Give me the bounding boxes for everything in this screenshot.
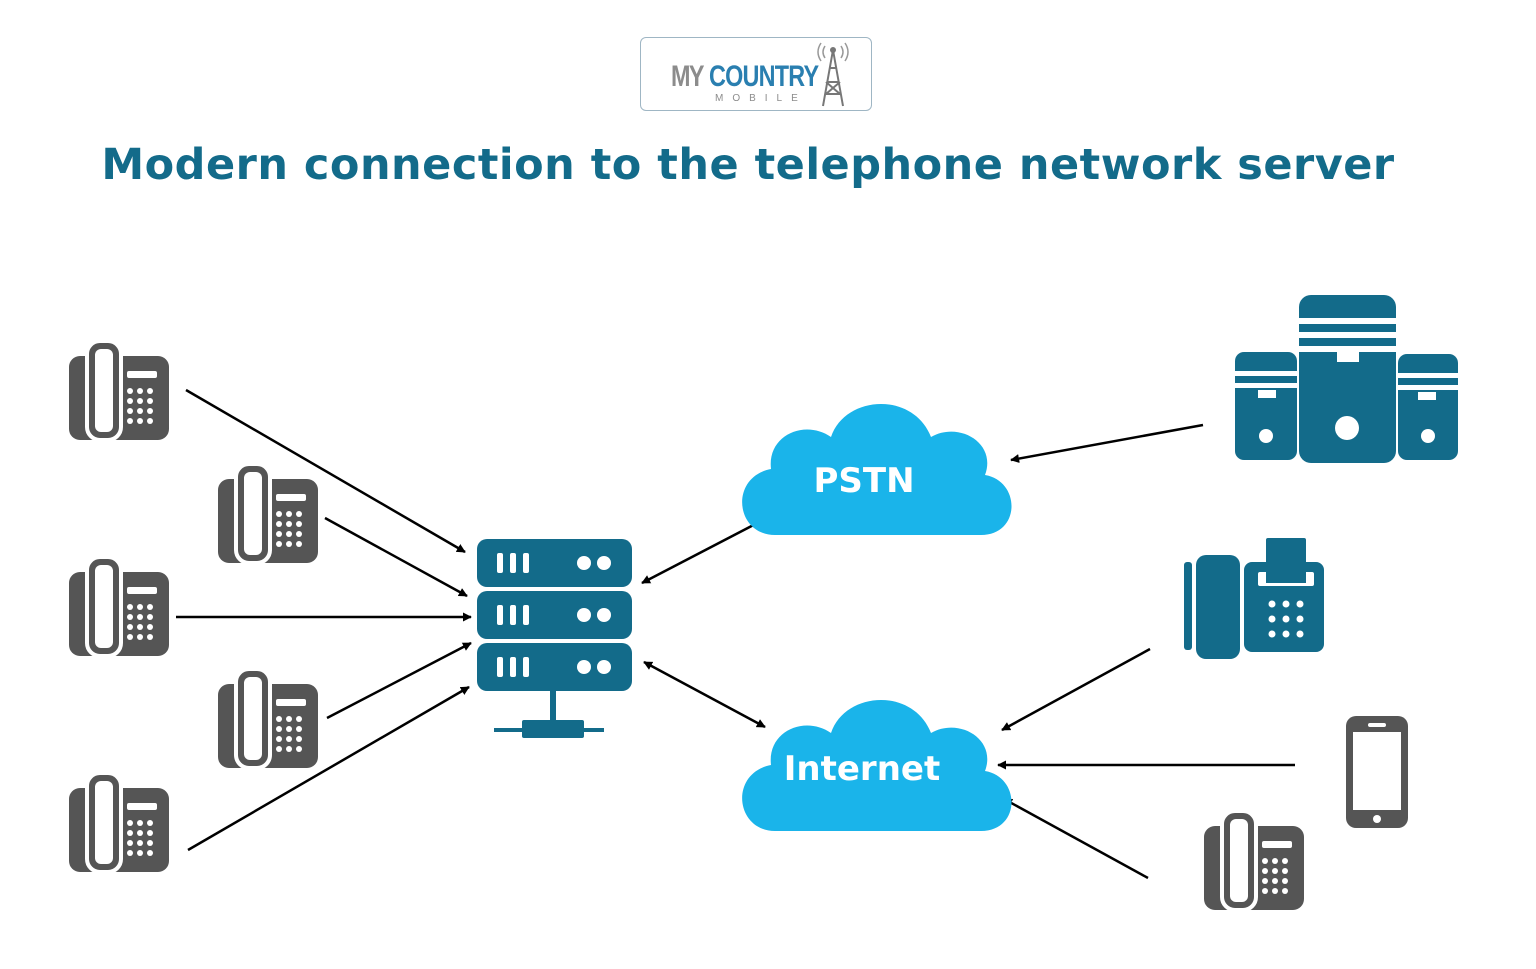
connector-pbx-pstn	[1010, 423, 1204, 463]
pstn-label: PSTN	[813, 461, 914, 501]
internet-cloud: Internet	[742, 699, 1012, 831]
internet-label: Internet	[784, 749, 940, 789]
desk-phone-icon	[216, 667, 320, 770]
logo-word-my: MY	[671, 60, 705, 93]
connector-phone-5-server	[187, 685, 470, 852]
desk-phone-icon	[67, 555, 171, 658]
connector-fax-internet	[1001, 647, 1151, 732]
connector-phone-4-server	[326, 641, 472, 720]
connectors	[176, 388, 1295, 880]
desk-phone-icon	[67, 339, 171, 442]
connector-phone-1-server	[185, 388, 466, 554]
desk-phone-icon	[67, 771, 171, 874]
smartphone-icon	[1346, 716, 1408, 828]
connector-server-internet	[643, 660, 766, 729]
fax-phone-icon	[1184, 538, 1324, 659]
server-rack-icon	[477, 539, 632, 738]
logo-word-country: COUNTRY	[709, 60, 819, 93]
page-title: Modern connection to the telephone netwo…	[101, 140, 1395, 190]
desk-phone-icon	[1202, 809, 1306, 912]
connector-server-pstn	[641, 517, 766, 585]
desk-phone-icon	[216, 462, 320, 565]
pstn-cloud: PSTN	[742, 403, 1012, 535]
connector-phone-2-server	[324, 516, 468, 598]
logo-word-mobile: MOBILE	[715, 93, 807, 104]
pbx-server-icon	[1235, 295, 1458, 463]
logo: MY COUNTRY MOBILE	[640, 37, 872, 111]
radio-tower-icon	[817, 42, 849, 107]
connector-deskphone-internet	[1003, 797, 1149, 880]
